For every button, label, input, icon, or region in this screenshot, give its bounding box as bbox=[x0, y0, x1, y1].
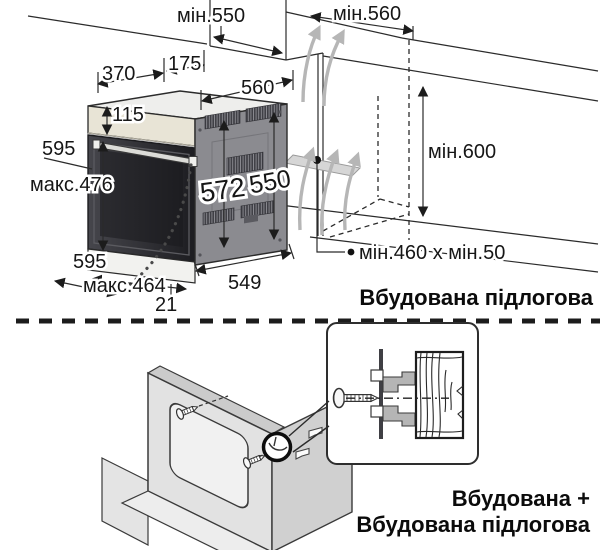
detail-marker-circle bbox=[261, 431, 293, 463]
dim-min560-arrow bbox=[309, 12, 415, 35]
dim-595-bottom-label: 595 bbox=[73, 251, 106, 273]
dim-464-arrow bbox=[90, 274, 188, 294]
bottom-caption-line2: Вбудована підлогова bbox=[356, 512, 590, 537]
oven-base bbox=[87, 248, 196, 284]
dim-175-arrow bbox=[165, 61, 206, 75]
tall-cabinet-niche-outline bbox=[279, 37, 599, 273]
dimension-labels: мін.550 мін.560 370 175 560 115 595 макс… bbox=[28, 1, 508, 319]
callout-pointer-line bbox=[292, 425, 330, 453]
dim-maks464-label: макс.464 bbox=[83, 275, 166, 297]
wood-block bbox=[414, 350, 465, 440]
dim-115-label: 115 bbox=[112, 104, 144, 126]
cabinet-floor bbox=[120, 490, 270, 550]
bottom-caption-line1: Вбудована + bbox=[452, 486, 590, 511]
dim-595-left-label: 595 bbox=[42, 138, 75, 160]
screw-icon bbox=[242, 454, 266, 469]
bullet-dot bbox=[347, 248, 355, 256]
dim-min550-label: мін.550 bbox=[177, 5, 245, 27]
dim-549-arrow bbox=[194, 249, 293, 275]
screw-icon bbox=[332, 387, 380, 409]
oven-flange bbox=[379, 349, 383, 439]
dim-560-arrow bbox=[200, 76, 294, 105]
dimension-lines bbox=[43, 12, 429, 298]
oven-handle bbox=[92, 139, 198, 167]
airflow-arrow-icon bbox=[322, 29, 345, 107]
airflow-arrows bbox=[297, 24, 361, 236]
dim-21-label: 21 bbox=[155, 294, 177, 316]
dim-572-label: 572 bbox=[198, 172, 247, 208]
airflow-arrow-icon bbox=[297, 146, 316, 231]
oven-illustration bbox=[87, 90, 288, 291]
airflow-arrow-icon bbox=[342, 151, 361, 231]
dim-370-arrow bbox=[96, 69, 165, 88]
dim-560-label: 560 bbox=[241, 77, 274, 99]
detail-callout-box bbox=[288, 322, 479, 465]
callout-pointer-line bbox=[288, 400, 330, 437]
top-section-caption: Вбудована підлогова bbox=[359, 285, 593, 310]
dim-min600-label: мін.600 bbox=[428, 141, 496, 163]
dim-175-label: 175 bbox=[168, 53, 201, 75]
floor-line-lower bbox=[309, 236, 599, 273]
dim-min560-label: мін.560 bbox=[333, 3, 401, 25]
dim-595-leader bbox=[43, 157, 93, 170]
floor-line-upper bbox=[279, 204, 599, 245]
dim-min550-arrow bbox=[212, 33, 284, 57]
dim-549-label: 549 bbox=[228, 272, 261, 294]
shelf-measure-dot bbox=[313, 156, 321, 164]
airflow-arrow-icon bbox=[319, 148, 340, 236]
screw-icon bbox=[175, 405, 199, 420]
dim-370-label: 370 bbox=[102, 63, 135, 85]
airflow-arrow-icon bbox=[301, 24, 321, 103]
cabinet-corner-illustration bbox=[101, 365, 353, 550]
cavity-opening bbox=[169, 402, 249, 509]
bracket-icon bbox=[295, 447, 310, 460]
dim-maks476-label: макс.476 bbox=[30, 174, 113, 196]
dim-min460x50-label: мін.460 х мін.50 bbox=[359, 242, 505, 264]
